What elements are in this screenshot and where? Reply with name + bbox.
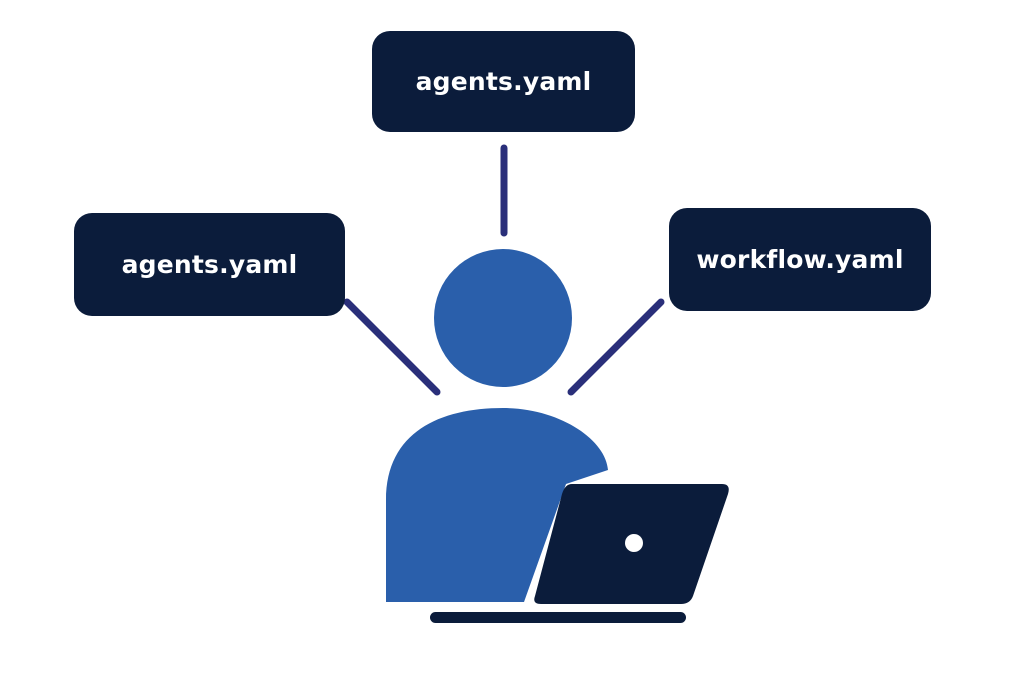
- connector-right: [567, 298, 665, 396]
- file-box-left: agents.yaml: [74, 213, 345, 316]
- person-icon: [386, 249, 608, 602]
- person-head: [434, 249, 572, 387]
- file-label-left: agents.yaml: [121, 250, 298, 279]
- file-label-top: agents.yaml: [415, 67, 592, 96]
- laptop-icon: [430, 484, 729, 623]
- connector-left: [343, 298, 441, 396]
- laptop-base: [430, 612, 686, 623]
- file-label-right: workflow.yaml: [696, 245, 904, 274]
- file-box-top: agents.yaml: [372, 31, 635, 132]
- file-box-right: workflow.yaml: [669, 208, 931, 311]
- laptop-dot: [625, 534, 643, 552]
- person-body: [386, 408, 608, 602]
